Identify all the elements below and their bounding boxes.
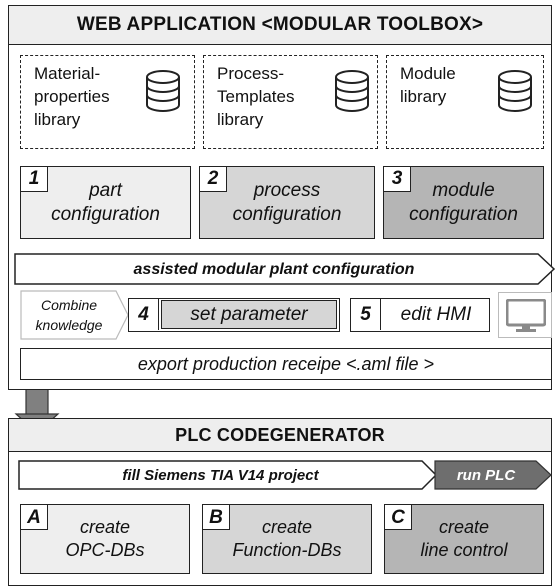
create-function-dbs-box[interactable]: B create Function-DBs xyxy=(202,504,372,574)
fill-project-arrow-shape xyxy=(18,460,438,490)
hmi-monitor-tile[interactable] xyxy=(498,292,552,338)
combine-knowledge-label: Combine knowledge xyxy=(35,297,103,333)
run-plc-button[interactable]: run PLC xyxy=(456,466,516,484)
step-number: 1 xyxy=(20,166,48,192)
process-configuration-box[interactable]: 2 process configuration xyxy=(199,166,375,239)
library-label: Material- properties library xyxy=(34,64,110,129)
task-label: create line control xyxy=(420,517,508,560)
run-plc-arrow-shape[interactable] xyxy=(434,460,554,490)
process-templates-library[interactable]: Process- Templates library xyxy=(203,55,378,149)
part-configuration-box[interactable]: 1 part configuration xyxy=(20,166,191,239)
database-icon xyxy=(335,70,369,112)
step-label: set parameter xyxy=(161,300,337,329)
step-number: 5 xyxy=(351,299,381,330)
database-icon xyxy=(498,70,532,112)
config-label: part configuration xyxy=(51,179,160,225)
set-parameter-box[interactable]: 4 set parameter xyxy=(128,298,340,332)
task-label: create Function-DBs xyxy=(232,517,342,560)
task-label: create OPC-DBs xyxy=(65,517,145,560)
step-number: 2 xyxy=(199,166,227,192)
database-icon xyxy=(146,70,180,112)
step-letter: C xyxy=(384,504,412,530)
step-letter: B xyxy=(202,504,230,530)
config-label: process configuration xyxy=(232,179,342,225)
config-label: module configuration xyxy=(409,179,518,225)
library-label: Process- Templates library xyxy=(217,64,295,129)
assisted-arrow-shape xyxy=(14,253,556,285)
library-label: Module library xyxy=(400,64,456,106)
module-configuration-box[interactable]: 3 module configuration xyxy=(383,166,544,239)
create-line-control-box[interactable]: C create line control xyxy=(384,504,544,574)
fill-siemens-project: fill Siemens TIA V14 project xyxy=(122,466,319,484)
export-production-receipe[interactable]: export production receipe <.aml file > xyxy=(20,348,552,380)
step-label: edit HMI xyxy=(400,303,472,325)
module-library[interactable]: Module library xyxy=(386,55,544,149)
plc-codegenerator-title: PLC CODEGENERATOR xyxy=(8,418,552,452)
assisted-modular-plant-configuration: assisted modular plant configuration xyxy=(133,260,415,278)
step-letter: A xyxy=(20,504,48,530)
create-opc-dbs-box[interactable]: A create OPC-DBs xyxy=(20,504,190,574)
material-properties-library[interactable]: Material- properties library xyxy=(20,55,195,149)
combine-knowledge-shape xyxy=(20,290,129,340)
step-number: 4 xyxy=(129,299,159,330)
monitor-icon xyxy=(506,299,546,332)
web-application-title: WEB APPLICATION <MODULAR TOOLBOX> xyxy=(8,5,552,45)
edit-hmi-box[interactable]: 5 edit HMI xyxy=(350,298,490,332)
step-number: 3 xyxy=(383,166,411,192)
